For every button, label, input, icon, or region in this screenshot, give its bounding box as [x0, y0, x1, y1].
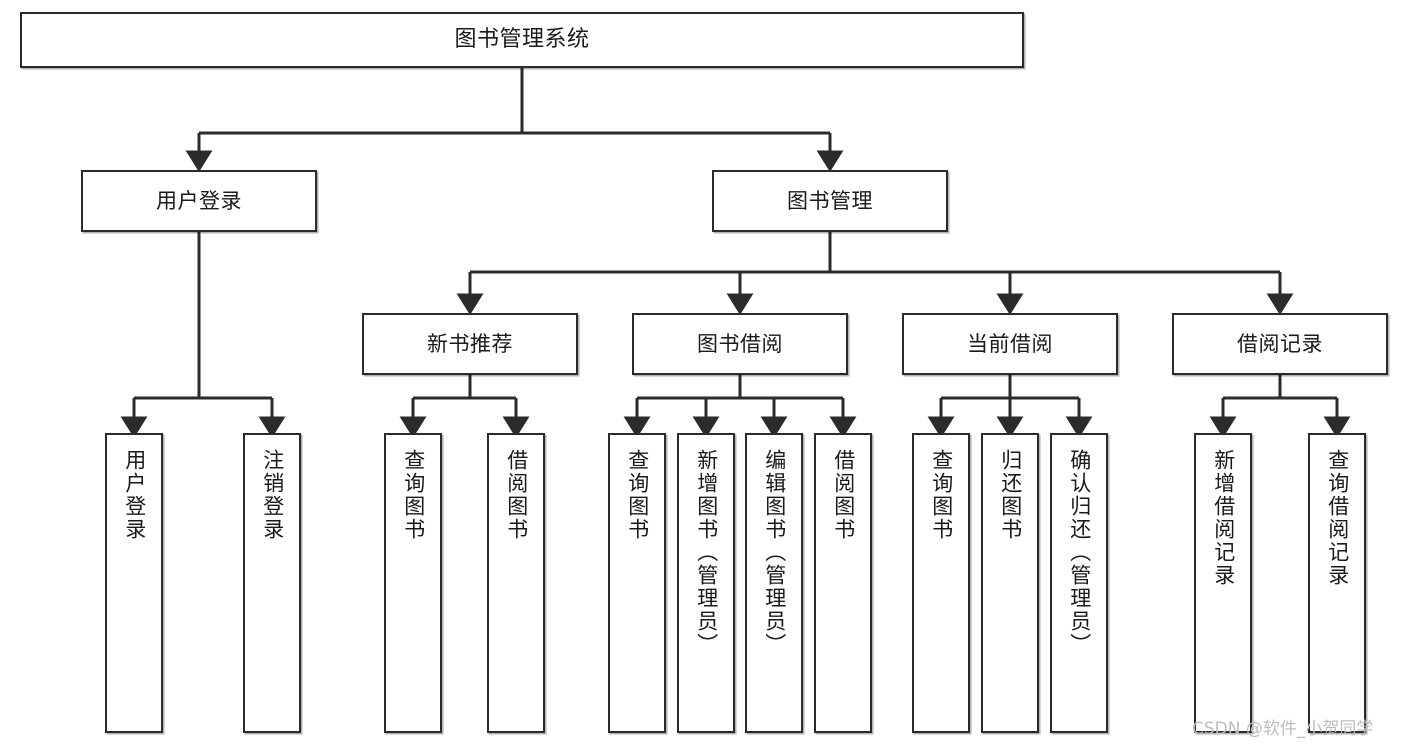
node-label: 查询借阅记录 — [1325, 449, 1350, 587]
node-label: 查询图书 — [929, 449, 954, 541]
node-label: 借阅图书 — [831, 449, 856, 541]
leaf-add-borrow-record[interactable]: 新增借阅记录 — [1194, 433, 1252, 733]
node-label: 借阅图书 — [504, 449, 529, 541]
leaf-user-login[interactable]: 用户登录 — [105, 433, 163, 733]
node-label: 编辑图书（管理员） — [762, 449, 787, 656]
node-label: 新书推荐 — [427, 331, 513, 356]
node-label: 图书借阅 — [697, 331, 783, 356]
node-label: 用户登录 — [156, 188, 242, 213]
leaf-query-book-recommend[interactable]: 查询图书 — [384, 433, 442, 733]
node-label: 当前借阅 — [967, 331, 1053, 356]
leaf-add-book-admin[interactable]: 新增图书（管理员） — [677, 433, 735, 733]
node-user-login[interactable]: 用户登录 — [81, 170, 317, 232]
leaf-borrow-book[interactable]: 借阅图书 — [814, 433, 872, 733]
node-label: 图书管理系统 — [454, 27, 590, 53]
node-book-management[interactable]: 图书管理 — [712, 170, 948, 232]
csdn-watermark: CSDN @软件_小贺同学 — [1192, 719, 1374, 739]
leaf-query-book-current[interactable]: 查询图书 — [912, 433, 970, 733]
leaf-borrow-book-recommend[interactable]: 借阅图书 — [487, 433, 545, 733]
leaf-confirm-return-admin[interactable]: 确认归还（管理员） — [1050, 433, 1108, 733]
leaf-edit-book-admin[interactable]: 编辑图书（管理员） — [745, 433, 803, 733]
node-label: 用户登录 — [122, 449, 147, 541]
node-label: 查询图书 — [625, 449, 650, 541]
node-label: 图书管理 — [787, 188, 873, 213]
node-label: 注销登录 — [260, 449, 285, 541]
node-current-borrow[interactable]: 当前借阅 — [902, 313, 1118, 375]
node-book-borrow[interactable]: 图书借阅 — [632, 313, 848, 375]
node-label: 归还图书 — [998, 449, 1023, 541]
node-root-system[interactable]: 图书管理系统 — [20, 12, 1024, 68]
node-new-book-recommend[interactable]: 新书推荐 — [362, 313, 578, 375]
node-label: 查询图书 — [401, 449, 426, 541]
node-borrow-record[interactable]: 借阅记录 — [1172, 313, 1388, 375]
node-label: 新增图书（管理员） — [694, 449, 719, 656]
leaf-return-book[interactable]: 归还图书 — [981, 433, 1039, 733]
node-label: 借阅记录 — [1237, 331, 1323, 356]
leaf-query-borrow-record[interactable]: 查询借阅记录 — [1308, 433, 1366, 733]
node-label: 新增借阅记录 — [1211, 449, 1236, 587]
leaf-logout[interactable]: 注销登录 — [243, 433, 301, 733]
leaf-query-book-borrow[interactable]: 查询图书 — [608, 433, 666, 733]
node-label: 确认归还（管理员） — [1067, 449, 1092, 656]
